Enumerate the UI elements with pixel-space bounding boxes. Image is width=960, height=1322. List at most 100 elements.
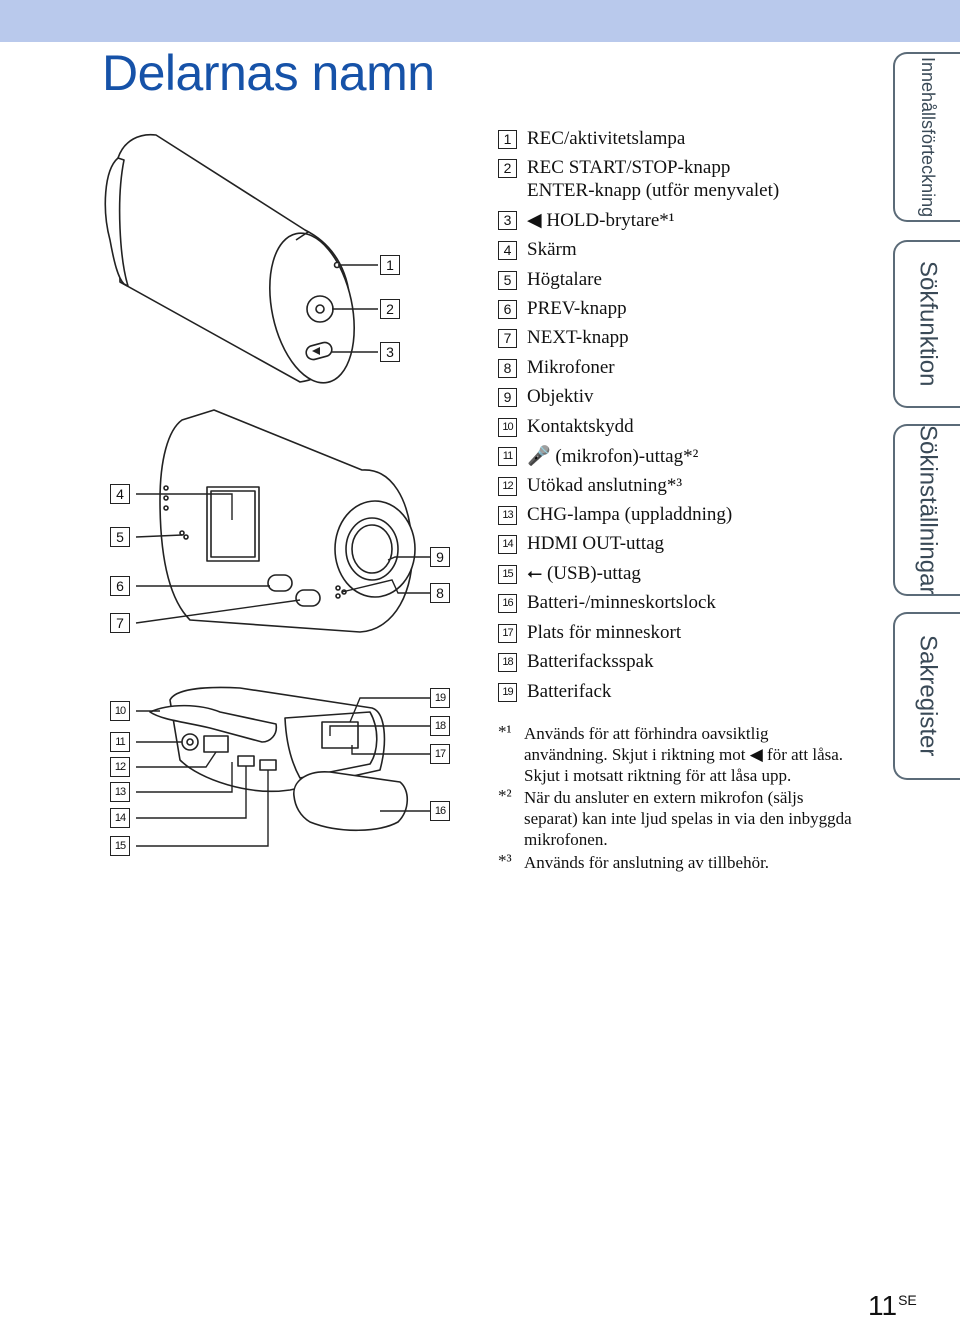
list-item: 8 Mikrofoner xyxy=(498,355,615,381)
item-number: 16 xyxy=(498,593,517,613)
prev-button xyxy=(267,574,293,592)
callout-3: 3 xyxy=(380,342,400,362)
extended-interface xyxy=(203,735,229,753)
tab-search-settings-label: Sökinställningar xyxy=(914,425,942,595)
item-label: 🎤 (mikrofon)-uttag*² xyxy=(527,446,699,467)
item-label: Batteri-/minneskortslock xyxy=(527,592,716,613)
page-number: 11SE xyxy=(868,1290,917,1322)
list-item: 6 PREV-knapp xyxy=(498,296,627,322)
list-item: 10 Kontaktskydd xyxy=(498,414,634,440)
callout-9: 9 xyxy=(430,547,450,567)
item-number: 9 xyxy=(498,387,517,407)
item-label: PREV-knapp xyxy=(527,298,627,319)
footnote-3: Används för anslutning av tillbehör. xyxy=(524,852,769,873)
item-label: Batterifack xyxy=(527,681,612,702)
callout-19: 19 xyxy=(430,688,450,708)
footnote-1: Används för att förhindra oavsiktlig anv… xyxy=(524,723,843,786)
item-number: 6 xyxy=(498,299,517,319)
item-number: 7 xyxy=(498,328,517,348)
footnote-line: användning. Skjut i riktning mot ◀ för a… xyxy=(524,745,844,764)
item-label: Utökad anslutning*³ xyxy=(527,475,683,496)
callout-1: 1 xyxy=(380,255,400,275)
item-label: Högtalare xyxy=(527,269,602,290)
item-number: 5 xyxy=(498,270,517,290)
item-number: 18 xyxy=(498,652,517,672)
page-title: Delarnas namn xyxy=(102,45,435,101)
item-label: Batterifacksspak xyxy=(527,651,654,672)
camera-top-lens-cap xyxy=(104,157,129,287)
tab-search-function-label: Sökfunktion xyxy=(914,261,942,387)
item-label: Kontaktskydd xyxy=(527,416,634,437)
page-number-suffix: SE xyxy=(898,1292,917,1308)
item-label: Plats för minneskort xyxy=(527,622,682,643)
item-number: 1 xyxy=(498,129,517,149)
item-number: 10 xyxy=(498,417,517,437)
item-number: 8 xyxy=(498,358,517,378)
callout-12: 12 xyxy=(110,757,130,777)
item-label: ⭠ (USB)-uttag xyxy=(527,563,641,584)
callout-13: 13 xyxy=(110,782,130,802)
tab-index-label: Sakregister xyxy=(914,635,942,757)
item-label: REC/aktivitetslampa xyxy=(527,128,686,149)
header-bar xyxy=(0,0,960,42)
list-item: 1 REC/aktivitetslampa xyxy=(498,126,685,152)
next-button xyxy=(295,589,321,607)
list-item: 3 ◀ HOLD-brytare*¹ xyxy=(498,207,674,233)
item-label: CHG-lampa (uppladdning) xyxy=(527,504,733,525)
item-number: 11 xyxy=(498,446,517,466)
footnote-line: mikrofonen. xyxy=(524,830,608,849)
screen xyxy=(206,486,260,562)
callout-5: 5 xyxy=(110,527,130,547)
item-label: REC START/STOP-knapp xyxy=(527,157,731,178)
hdmi-port xyxy=(237,755,255,767)
callout-15: 15 xyxy=(110,836,130,856)
usb-port xyxy=(259,759,277,771)
item-number: 3 xyxy=(498,210,517,230)
list-item: 17 Plats för minneskort xyxy=(498,620,681,646)
item-label: Mikrofoner xyxy=(527,357,615,378)
item-number: 14 xyxy=(498,534,517,554)
callout-11: 11 xyxy=(110,732,130,752)
callout-4: 4 xyxy=(110,484,130,504)
footnote-2: När du ansluter en extern mikrofon (sälj… xyxy=(524,787,852,850)
item-label: HDMI OUT-uttag xyxy=(527,533,665,554)
callout-18: 18 xyxy=(430,716,450,736)
tab-index[interactable]: Sakregister xyxy=(893,612,960,780)
tab-contents-label: Innehållsförteckning xyxy=(918,56,938,218)
footnote-line: separat) kan inte ljud spelas in via den… xyxy=(524,809,852,828)
item-number: 17 xyxy=(498,623,517,643)
page-number-value: 11 xyxy=(868,1290,898,1321)
lens xyxy=(345,517,399,581)
tab-search-function[interactable]: Sökfunktion xyxy=(893,240,960,408)
connector-cover xyxy=(149,704,278,743)
list-item: 18 Batterifacksspak xyxy=(498,649,654,675)
item-number: 13 xyxy=(498,505,517,525)
footnote-line: Används för att förhindra oavsiktlig xyxy=(524,724,769,743)
tab-search-settings[interactable]: Sökinställningar xyxy=(893,424,960,596)
list-item: 11 🎤 (mikrofon)-uttag*² xyxy=(498,443,698,469)
list-item: ENTER-knapp (utför menyvalet) xyxy=(527,178,779,204)
callout-8: 8 xyxy=(430,583,450,603)
footnote-mark-1: *¹ xyxy=(498,722,512,741)
item-label: ENTER-knapp (utför menyvalet) xyxy=(527,180,780,201)
footnote-mark-2: *² xyxy=(498,786,512,805)
footnote-line: När du ansluter en extern mikrofon (sälj… xyxy=(524,788,804,807)
item-number: 15 xyxy=(498,564,517,584)
callout-14: 14 xyxy=(110,808,130,828)
list-item: 5 Högtalare xyxy=(498,267,602,293)
item-label: ◀ HOLD-brytare*¹ xyxy=(527,209,675,231)
footnote-mark-3: *³ xyxy=(498,851,512,870)
tab-contents[interactable]: Innehållsförteckning xyxy=(893,52,960,222)
item-label: Skärm xyxy=(527,239,577,260)
list-item: 16 Batteri-/minneskortslock xyxy=(498,590,716,616)
callout-10: 10 xyxy=(110,701,130,721)
footnote-line: Används för anslutning av tillbehör. xyxy=(524,853,770,872)
callout-2: 2 xyxy=(380,299,400,319)
callout-7: 7 xyxy=(110,613,130,633)
